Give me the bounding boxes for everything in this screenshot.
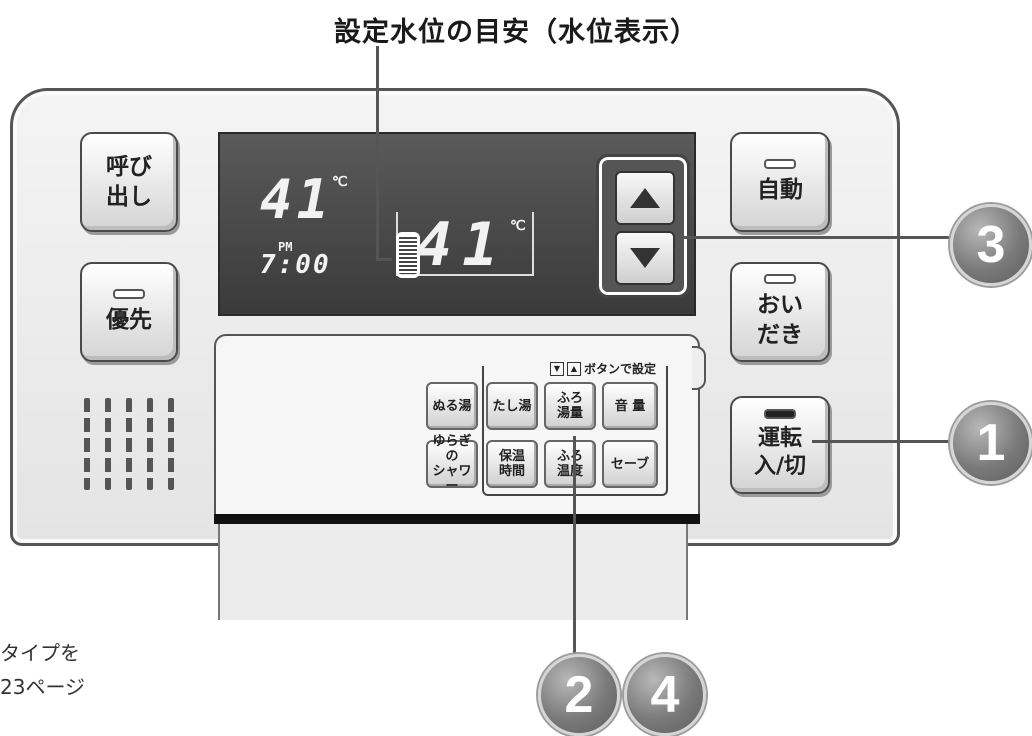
lid-handle[interactable] bbox=[692, 346, 706, 390]
add-water-key[interactable]: たし湯 bbox=[486, 382, 538, 430]
arrow-setting-hint: ▼ ▲ ボタンで設定 bbox=[550, 360, 656, 377]
sound-volume-key[interactable]: 音 量 bbox=[602, 382, 658, 430]
level-callout-line bbox=[376, 46, 379, 260]
triangle-down-icon bbox=[630, 248, 660, 268]
page-note: タイプを 23ページ bbox=[0, 641, 86, 699]
level-callout-line-h bbox=[376, 258, 392, 261]
down-arrow-icon: ▼ bbox=[550, 361, 564, 376]
lukewarm-key[interactable]: ぬる湯 bbox=[426, 382, 478, 430]
auto-button-label: 自動 bbox=[757, 177, 803, 203]
callout-3-line bbox=[684, 236, 954, 239]
up-button[interactable] bbox=[615, 171, 675, 225]
priority-led-icon bbox=[113, 289, 145, 299]
down-button[interactable] bbox=[615, 231, 675, 285]
callout-3-badge: 3 bbox=[950, 204, 1032, 286]
power-button-label: 運転 入/切 bbox=[753, 426, 807, 479]
auto-button[interactable]: 自動 bbox=[730, 132, 830, 232]
arrow-button-group bbox=[596, 154, 690, 298]
set-temperature-unit: ℃ bbox=[332, 174, 348, 190]
water-level-gauge-icon bbox=[396, 232, 420, 278]
stand-base bbox=[218, 524, 688, 620]
callout-4-badge: 4 bbox=[624, 654, 706, 736]
power-led-icon bbox=[764, 409, 796, 419]
priority-button-label: 優先 bbox=[106, 307, 152, 333]
bath-volume-key[interactable]: ふろ 湯量 bbox=[544, 382, 596, 430]
call-button[interactable]: 呼び 出し bbox=[80, 132, 178, 232]
reheat-led-icon bbox=[764, 274, 796, 284]
set-temperature: 41 bbox=[260, 168, 334, 231]
auto-led-icon bbox=[764, 159, 796, 169]
reheat-button[interactable]: おい だき bbox=[730, 262, 830, 362]
callout-1-badge: 1 bbox=[950, 402, 1032, 484]
water-level-callout-label: 設定水位の目安（水位表示） bbox=[334, 17, 698, 48]
save-key[interactable]: セーブ bbox=[602, 440, 658, 488]
lid-hinge-bar bbox=[214, 514, 700, 524]
power-button[interactable]: 運転 入/切 bbox=[730, 396, 830, 494]
callout-2-badge: 2 bbox=[538, 654, 620, 736]
call-button-label: 呼び 出し bbox=[106, 154, 152, 210]
reheat-button-label: おい だき bbox=[757, 292, 803, 348]
ampm-indicator: PM bbox=[278, 240, 293, 254]
triangle-up-icon bbox=[630, 188, 660, 208]
speaker-grille bbox=[84, 398, 174, 490]
callout-1-line bbox=[812, 440, 954, 443]
hint-text: ボタンで設定 bbox=[584, 362, 657, 376]
bath-temperature: 41 bbox=[416, 210, 509, 280]
bath-temperature-unit: ℃ bbox=[510, 218, 526, 234]
clock-time: 7:00 bbox=[260, 250, 331, 280]
callout-2-line bbox=[573, 436, 576, 662]
priority-button[interactable]: 優先 bbox=[80, 262, 178, 362]
fluctuating-shower-key[interactable]: ゆらぎの シャワー bbox=[426, 434, 478, 494]
keep-warm-time-key[interactable]: 保温 時間 bbox=[486, 440, 538, 488]
up-arrow-icon: ▲ bbox=[567, 361, 581, 376]
bath-temperature-key[interactable]: ふろ 温度 bbox=[544, 440, 596, 488]
